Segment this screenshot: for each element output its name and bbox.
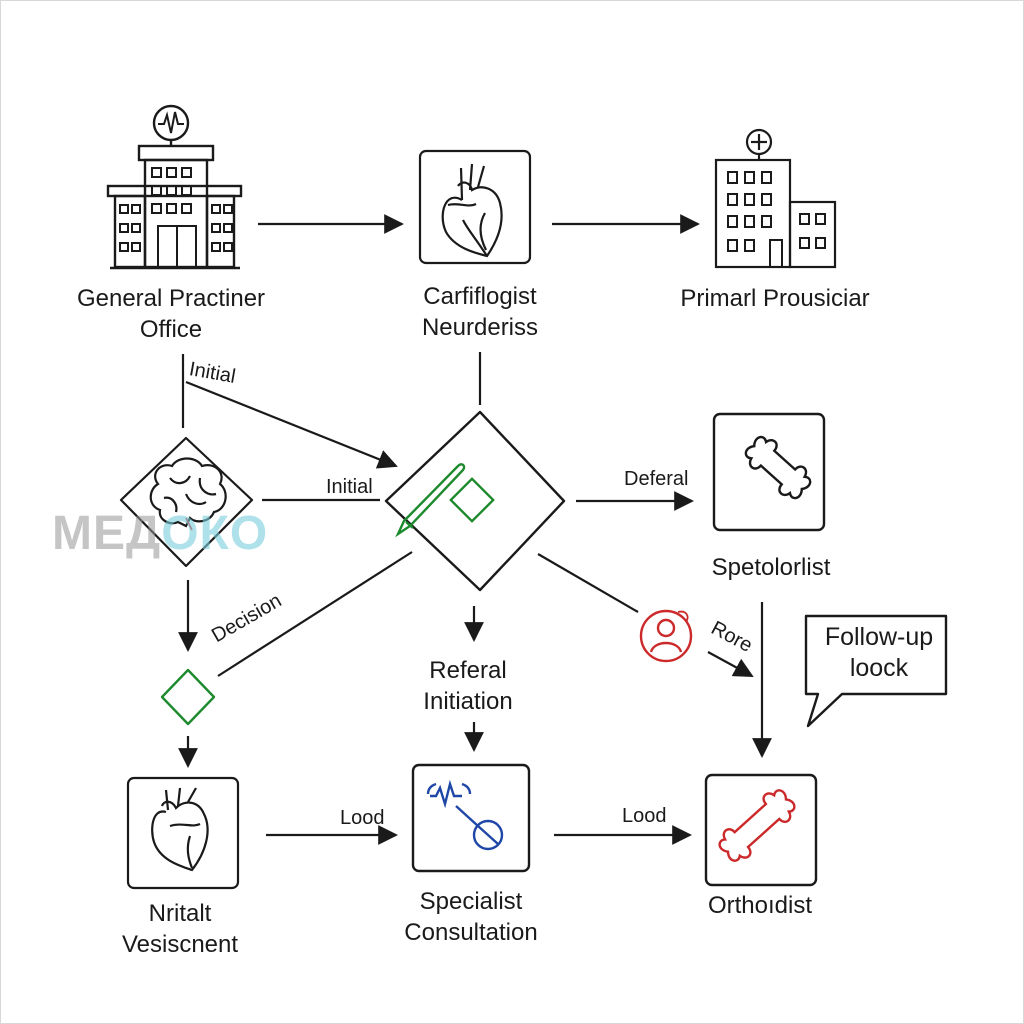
edge-decision-to-center bbox=[217, 551, 413, 677]
brain-icon bbox=[119, 436, 254, 568]
consultation-box bbox=[411, 763, 531, 873]
hospital-heartbeat-icon bbox=[106, 104, 243, 270]
label-orthodontist: Orthoıdist bbox=[707, 892, 813, 919]
edge-center-to-person bbox=[537, 553, 639, 613]
label-specialist-top: Spetolorlist bbox=[711, 554, 831, 581]
green-decision-icon bbox=[160, 668, 216, 726]
edge-label-lood-left: Lood bbox=[340, 807, 385, 829]
edge-label-lood-right: Lood bbox=[622, 805, 667, 827]
person-circle-icon bbox=[639, 609, 693, 663]
stethoscope-icon bbox=[426, 779, 504, 851]
square-icon bbox=[449, 477, 495, 523]
pen-icon bbox=[395, 463, 466, 538]
label-primary: Primarl Prousiciar bbox=[680, 285, 870, 312]
edge-label-initial-mid: Initial bbox=[326, 476, 373, 498]
hospital-plus-icon bbox=[714, 128, 837, 269]
edge-gp-initial bbox=[185, 380, 398, 469]
central-decision-node bbox=[384, 410, 566, 592]
anatomical-heart-icon bbox=[418, 149, 532, 265]
heart-box-icon bbox=[126, 776, 240, 890]
red-bone-icon bbox=[704, 773, 818, 887]
bone-icon bbox=[712, 412, 826, 532]
watermark: МЕДОКО bbox=[52, 507, 269, 560]
callout-bubble bbox=[804, 614, 948, 728]
edge-label-deferal: Deferal bbox=[624, 468, 689, 490]
edge-person-rore bbox=[707, 651, 754, 677]
